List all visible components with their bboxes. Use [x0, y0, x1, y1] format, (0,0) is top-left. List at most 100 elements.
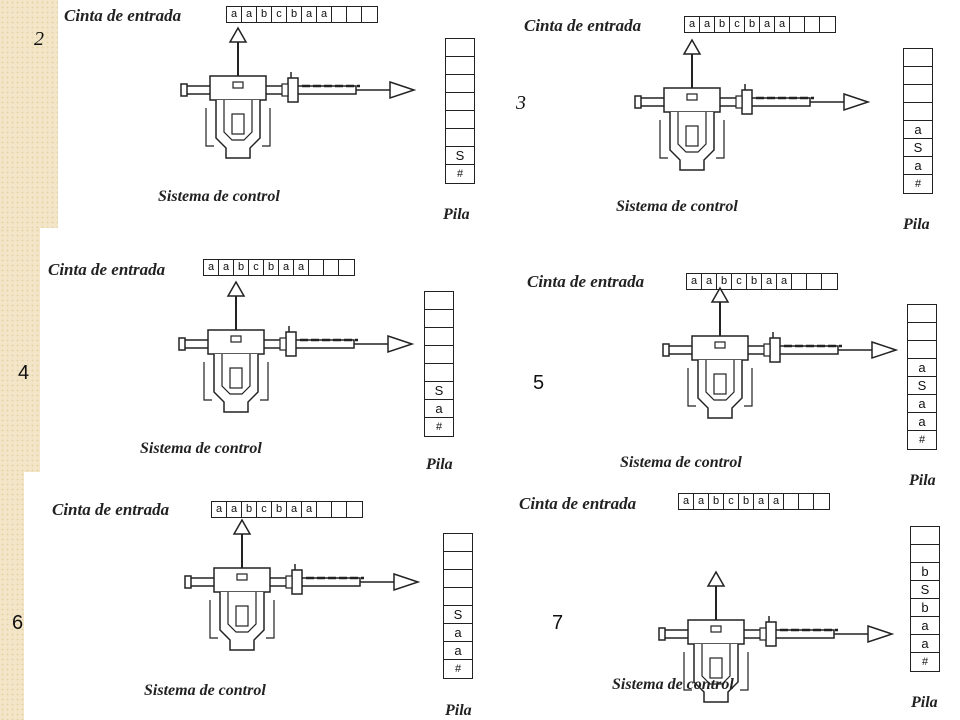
control-system-label: Sistema de control — [140, 440, 262, 457]
tape-cell: a — [212, 502, 227, 517]
pushdown-machine-drawing — [633, 38, 870, 172]
tape-cell: a — [227, 7, 242, 22]
stack-cell — [425, 364, 453, 382]
control-system-label: Sistema de control — [616, 198, 738, 215]
tape-cell — [347, 7, 362, 22]
tape-cell — [807, 274, 822, 289]
tape-cell: a — [317, 7, 332, 22]
tape-cell: a — [227, 502, 242, 517]
control-system-label: Sistema de control — [158, 188, 280, 205]
step-number: 3 — [516, 92, 526, 114]
stack-cell — [425, 292, 453, 310]
tape-cell: a — [294, 260, 309, 275]
tape-cell: b — [739, 494, 754, 509]
stack-cell: a — [908, 395, 936, 413]
stack-cell — [908, 341, 936, 359]
control-system-label: Sistema de control — [144, 682, 266, 699]
tape-cell: a — [204, 260, 219, 275]
stack-cell: # — [918, 434, 926, 446]
step-number: 7 — [552, 612, 564, 634]
stack-cell: a — [911, 617, 939, 635]
tape-cell: c — [730, 17, 745, 32]
stack-cell — [444, 570, 472, 588]
control-system-label: Sistema de control — [620, 454, 742, 471]
stack-cell — [444, 534, 472, 552]
tape-cell — [324, 260, 339, 275]
tape-cell: c — [257, 502, 272, 517]
stack-cell: b — [911, 599, 939, 617]
step-number: 4 — [18, 362, 30, 384]
stack-cell: S — [904, 139, 932, 157]
tape-cell: a — [279, 260, 294, 275]
stack-cell — [444, 588, 472, 606]
stack-cell — [904, 85, 932, 103]
stack-label: Pila — [909, 472, 936, 489]
tape-cell — [332, 502, 347, 517]
tape-cell — [790, 17, 805, 32]
stack-cell: S — [446, 147, 474, 165]
tape-cell — [784, 494, 799, 509]
pushdown-machine-drawing — [661, 286, 898, 420]
tape-cell — [792, 274, 807, 289]
stack-cell: a — [908, 359, 936, 377]
stack-label: Pila — [426, 456, 453, 473]
tape-cell: c — [249, 260, 264, 275]
tape-cell: b — [242, 502, 257, 517]
stack-cell — [904, 103, 932, 121]
stack-cell: S — [911, 581, 939, 599]
stack-cell — [425, 346, 453, 364]
tape-title: Cinta de entrada — [524, 16, 642, 35]
tape-cell — [822, 274, 837, 289]
stack-cell — [446, 57, 474, 75]
stack-cell: a — [908, 413, 936, 431]
tape-cell — [814, 494, 829, 509]
stack-cell — [911, 527, 939, 545]
stack-cell — [446, 129, 474, 147]
tape-cell — [799, 494, 814, 509]
step-number: 6 — [12, 612, 24, 634]
stack: S# — [445, 38, 475, 184]
stack-cell: S — [908, 377, 936, 395]
tape-title: Cinta de entrada — [48, 260, 166, 279]
tape-cell: a — [760, 17, 775, 32]
tape-cell — [805, 17, 820, 32]
pushdown-machine-drawing — [177, 280, 414, 414]
tape-cell: a — [287, 502, 302, 517]
stack-cell: a — [444, 642, 472, 660]
tape-cell: b — [257, 7, 272, 22]
tape-cell: c — [272, 7, 287, 22]
stack-cell: # — [914, 178, 922, 190]
tape-cell: a — [762, 274, 777, 289]
tape-cell: a — [302, 502, 317, 517]
tape-cell: b — [715, 17, 730, 32]
tape-cell — [362, 7, 377, 22]
tape-cell: a — [754, 494, 769, 509]
stack-cell — [908, 323, 936, 341]
tape-cell: a — [769, 494, 784, 509]
decor-strip-top — [0, 0, 58, 228]
tape-cell: a — [775, 17, 790, 32]
tape-cell: a — [685, 17, 700, 32]
tape-cell: a — [687, 274, 702, 289]
tape-cell: a — [694, 494, 709, 509]
stack-cell: # — [435, 421, 443, 433]
stack-cell — [446, 39, 474, 57]
stack-cell — [444, 552, 472, 570]
stack-cell: a — [904, 121, 932, 139]
tape-cell: c — [732, 274, 747, 289]
tape-title: Cinta de entrada — [52, 500, 170, 519]
tape-cell — [820, 17, 835, 32]
pushdown-machine-drawing — [179, 26, 416, 160]
tape-cell — [339, 260, 354, 275]
stack-cell: # — [921, 656, 929, 668]
stack-cell — [425, 310, 453, 328]
stack-label: Pila — [903, 216, 930, 233]
tape-cell: b — [287, 7, 302, 22]
